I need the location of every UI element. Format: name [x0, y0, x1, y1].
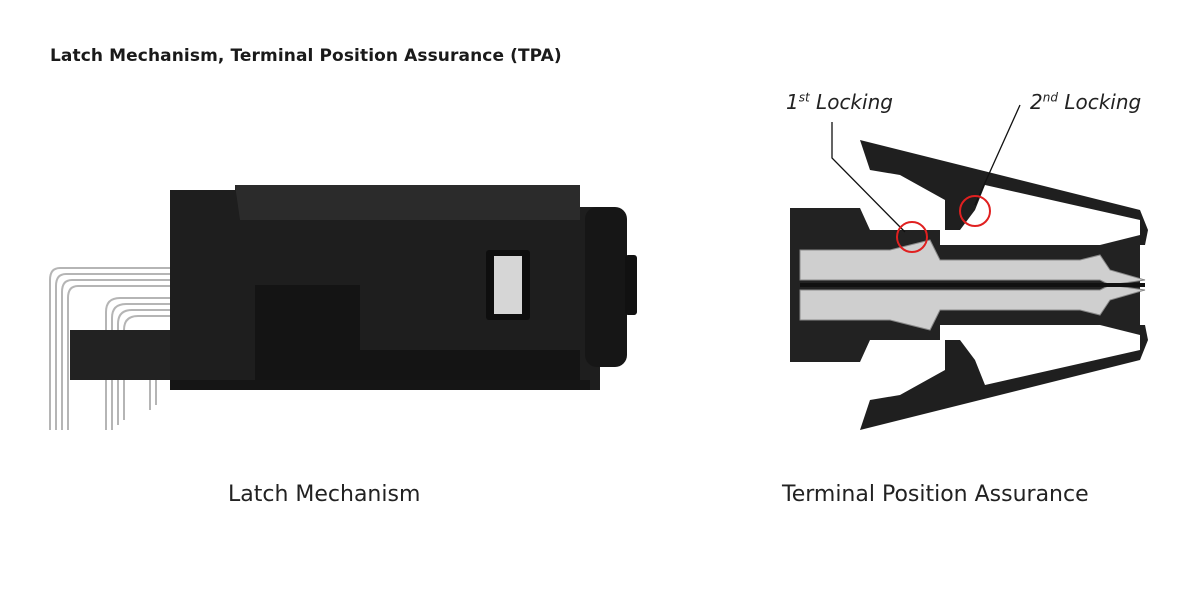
second-locking-callout: 2nd Locking — [1030, 90, 1141, 114]
upper-latch-arm — [860, 140, 1148, 245]
lower-latch-arm — [860, 325, 1148, 430]
figure-title: Latch Mechanism, Terminal Position Assur… — [50, 46, 562, 66]
first-locking-highlight-circle — [896, 221, 928, 253]
leader-lines — [831, 104, 1021, 233]
latch-mechanism-caption: Latch Mechanism — [228, 482, 421, 507]
latch-connector-illustration — [49, 185, 637, 430]
callout-ordinal: st — [798, 90, 810, 105]
housing-cap — [585, 207, 627, 367]
housing-base — [70, 330, 170, 380]
tpa-cross-section-illustration — [790, 104, 1148, 430]
callout-number: 2 — [1030, 90, 1043, 114]
callout-number: 1 — [786, 90, 799, 114]
callout-ordinal: nd — [1042, 90, 1058, 105]
upper-terminal — [799, 239, 1146, 286]
second-locking-highlight-circle — [959, 195, 991, 227]
first-locking-callout: 1st Locking — [786, 90, 893, 114]
callout-label: Locking — [1057, 90, 1142, 114]
tpa-caption: Terminal Position Assurance — [782, 482, 1089, 507]
callout-label: Locking — [809, 90, 893, 114]
